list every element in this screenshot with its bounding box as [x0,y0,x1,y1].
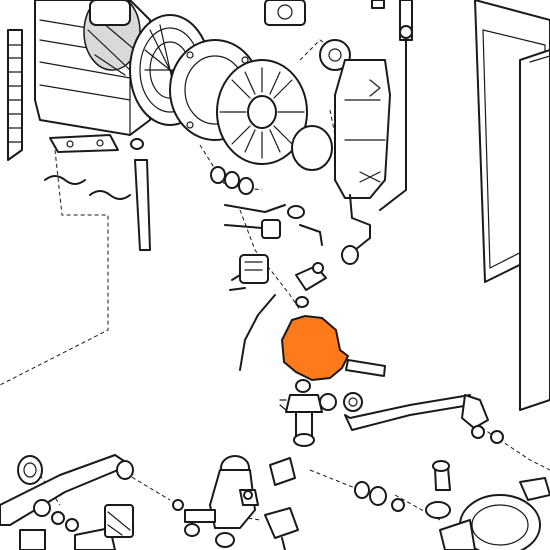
o-rings-upper [130,125,333,195]
burner-block [34,0,151,136]
ignition-electrodes [224,204,327,371]
clips-left [44,134,131,200]
gas-valve-assembly [334,59,391,265]
circulation-pump [425,460,550,550]
fittings-below [279,379,363,447]
bottom-left-assembly [0,454,134,550]
valve-body-highlighted [280,314,350,382]
pipe-vertical [134,159,151,251]
long-pipe [344,394,504,444]
top-fittings [264,0,413,211]
bottom-center-valve [172,455,259,548]
washer-upper [295,296,309,308]
bottom-sensors [264,457,405,550]
burner-plate [216,59,308,165]
flexible-hose [7,29,23,161]
casing-panels [474,0,550,411]
pipe-bend-right [345,359,386,377]
